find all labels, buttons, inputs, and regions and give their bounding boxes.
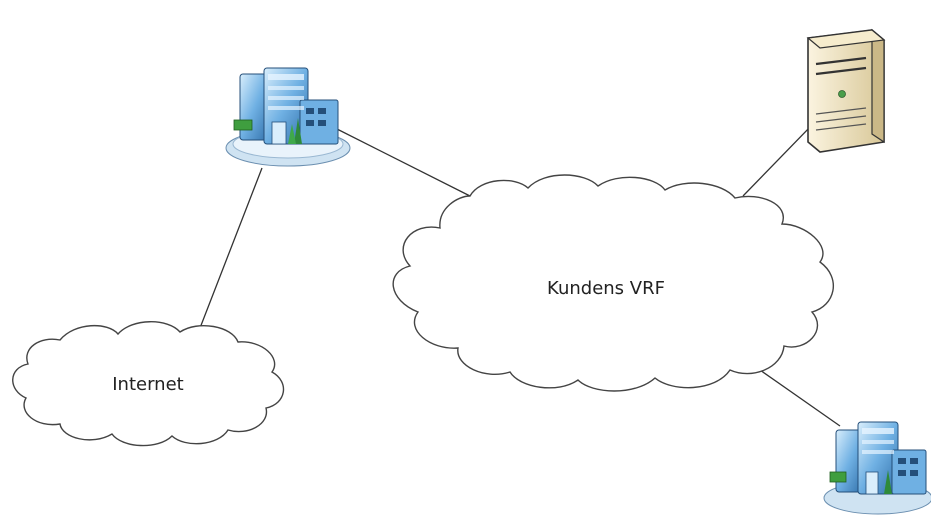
office-building-bottom <box>823 421 931 515</box>
office-building-icon <box>823 421 931 515</box>
cloud-internet: Internet <box>12 321 284 447</box>
connection-lines <box>199 124 841 427</box>
server-tower <box>806 28 886 153</box>
link-office-top-internet <box>199 167 263 329</box>
cloud-internet-label: Internet <box>112 374 183 395</box>
server-tower-icon <box>806 28 886 153</box>
office-building-top <box>225 67 351 167</box>
cloud-vrf: Kundens VRF <box>392 174 834 392</box>
office-building-icon <box>225 67 351 167</box>
cloud-vrf-label: Kundens VRF <box>547 278 665 299</box>
link-office-top-vrf <box>334 127 471 197</box>
link-server-vrf <box>742 124 813 197</box>
link-vrf-office-bottom <box>759 369 841 427</box>
